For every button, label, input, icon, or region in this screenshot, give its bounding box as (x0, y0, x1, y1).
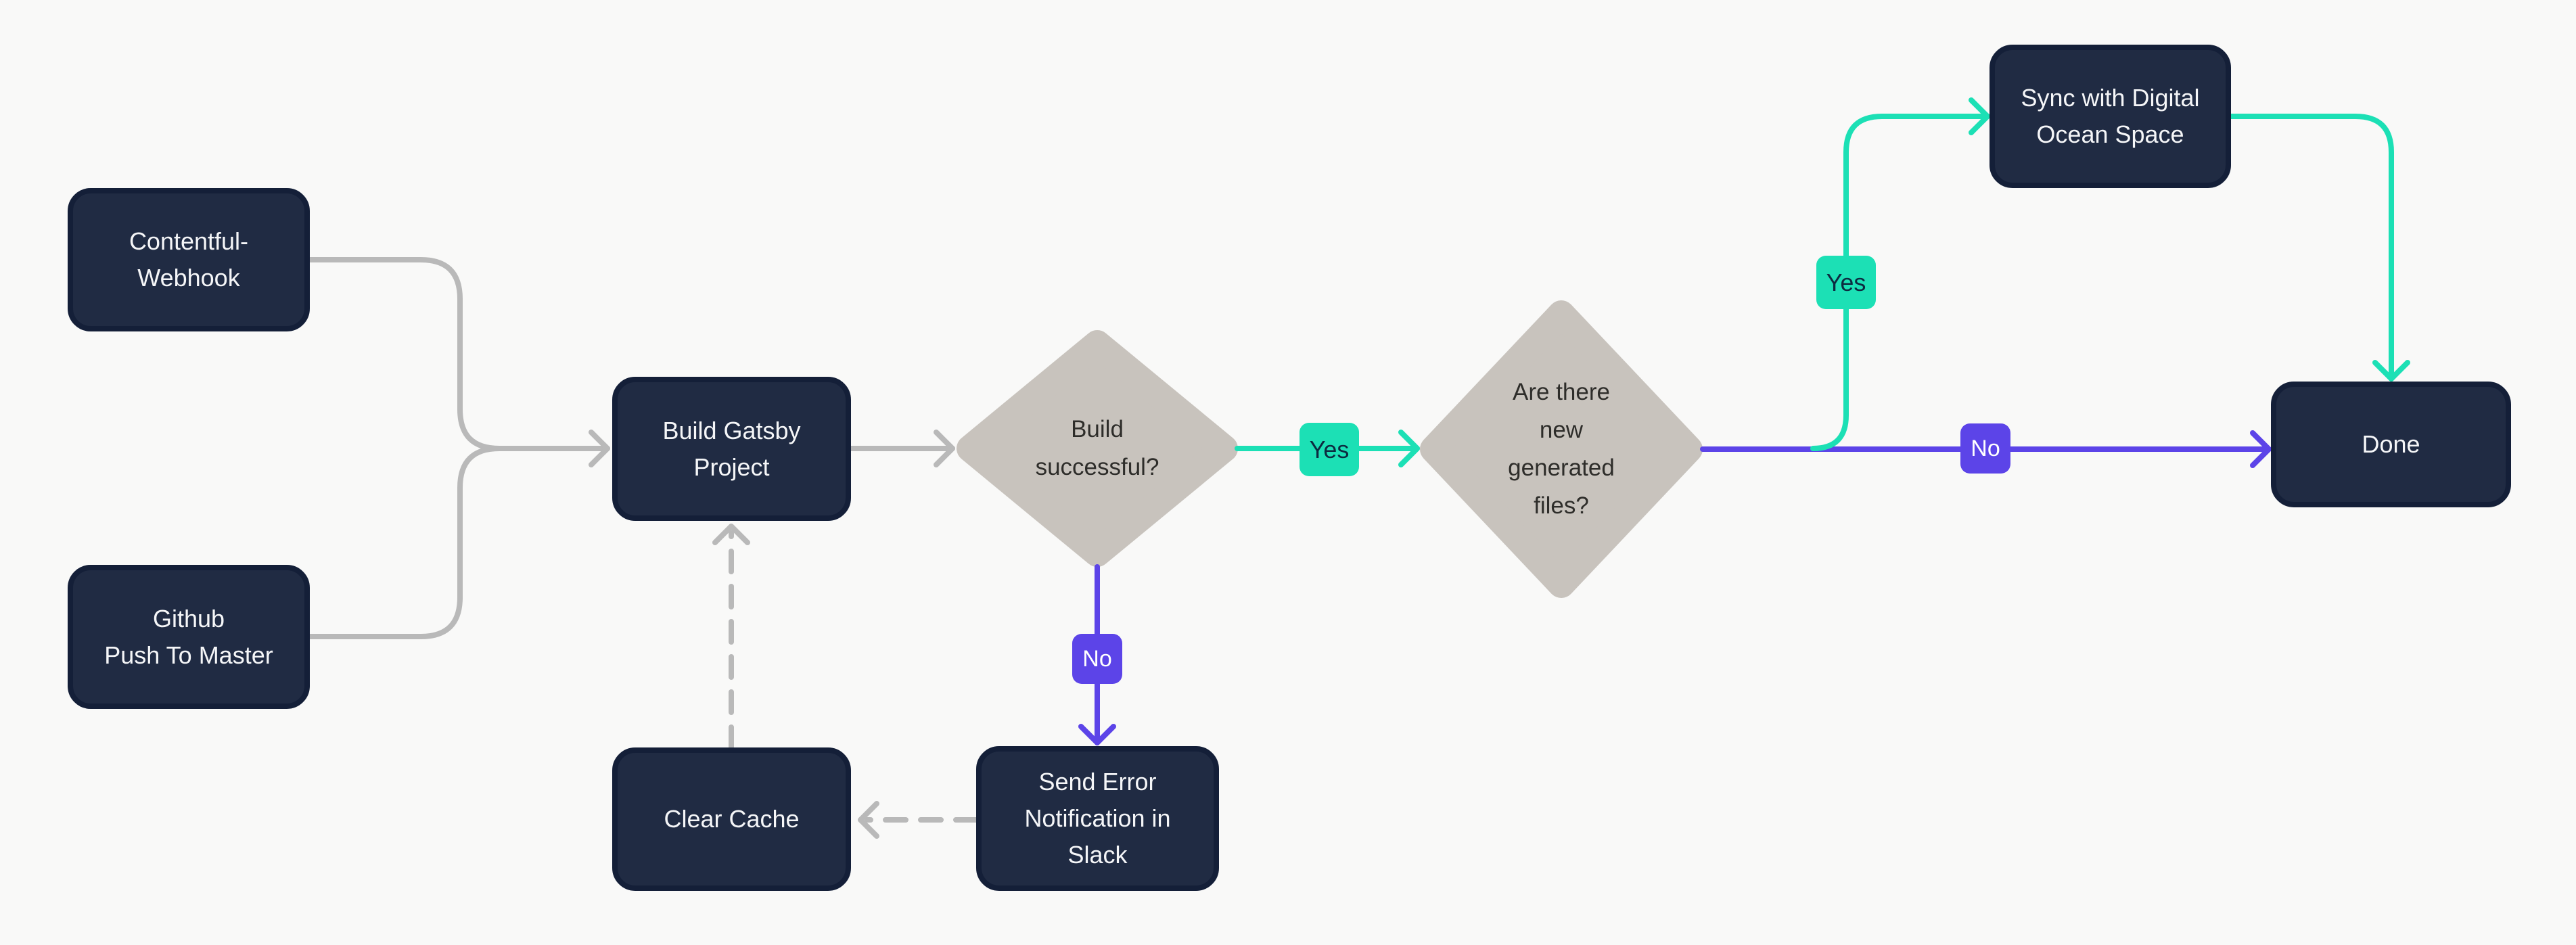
node-done[interactable]: Done (2271, 382, 2511, 507)
decision-build-successful-shape[interactable] (957, 330, 1238, 567)
edge-label-no-new-files[interactable]: No (1960, 423, 2010, 474)
edge-sync-to-done (2228, 114, 2394, 382)
arrowhead-into-build-gatsby (589, 430, 610, 467)
arrowhead-into-build-from-clear-cache (712, 524, 750, 545)
node-clear-cache[interactable]: Clear Cache (612, 747, 851, 891)
arrowhead-into-sync (1969, 97, 1990, 135)
edge-label-yes-new-files[interactable]: Yes (1816, 256, 1876, 309)
edge-contentful-to-build (307, 257, 610, 451)
arrowhead-into-new-files (1398, 430, 1420, 467)
decision-new-files-shape[interactable] (1420, 300, 1703, 598)
edge-new-files-yes-to-sync (1810, 114, 1990, 451)
node-github-push-to-master[interactable]: Github Push To Master (68, 565, 310, 709)
edge-label-no-build-successful[interactable]: No (1072, 634, 1122, 684)
node-sync-digital-ocean-space[interactable]: Sync with Digital Ocean Space (1990, 45, 2231, 188)
edge-label-yes-build-successful[interactable]: Yes (1300, 423, 1359, 476)
decision-new-files-label: Are there new generated files? (1508, 379, 1615, 519)
arrowhead-into-build-successful (934, 430, 955, 467)
arrowhead-into-done-left (2250, 430, 2272, 468)
node-send-error-notification-slack[interactable]: Send Error Notification in Slack (976, 746, 1219, 891)
node-build-gatsby-project[interactable]: Build Gatsby Project (612, 377, 851, 521)
node-contentful-webhook[interactable]: Contentful- Webhook (68, 188, 310, 331)
arrowhead-into-done-top (2372, 360, 2410, 382)
arrowhead-into-clear-cache (858, 801, 879, 839)
decision-build-successful-label: Build successful? (1035, 416, 1159, 480)
edge-github-to-build (307, 446, 502, 639)
arrowhead-into-send-error (1078, 724, 1116, 745)
